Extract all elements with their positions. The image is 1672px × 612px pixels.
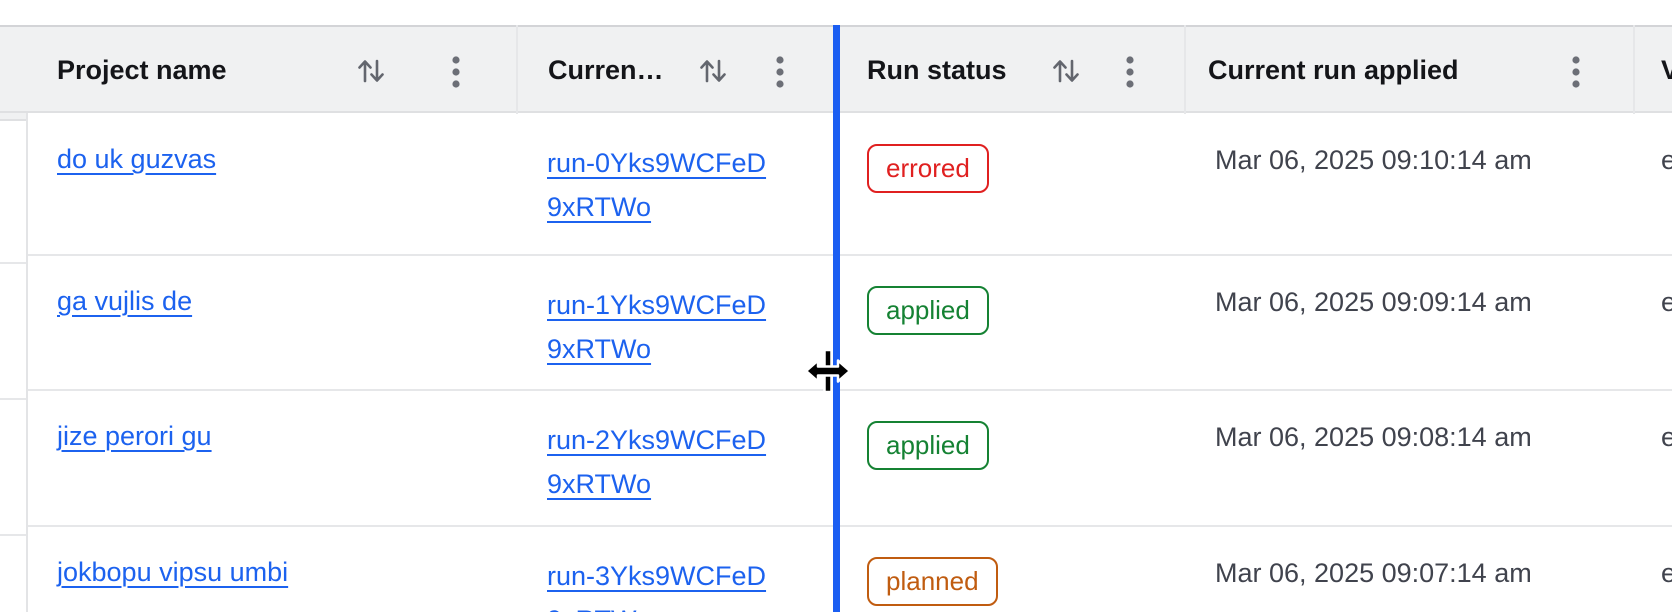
column-menu-icon[interactable] <box>774 54 786 90</box>
run-status-cell: errored <box>867 144 989 193</box>
column-resize-indicator[interactable] <box>833 25 840 612</box>
project-name-link[interactable]: jize perori gu <box>57 421 212 451</box>
project-name-link[interactable]: do uk guzvas <box>57 144 217 174</box>
row-divider <box>0 534 26 536</box>
sort-icon[interactable] <box>1050 53 1082 89</box>
col-resize-cursor-icon <box>804 348 852 394</box>
current-run-applied-date: Mar 06, 2025 09:10:14 am <box>1215 145 1532 175</box>
project-name-link[interactable]: ga vujlis de <box>57 286 193 316</box>
run-status-cell: applied <box>867 421 989 470</box>
column-header-partial[interactable]: V <box>1661 55 1672 85</box>
current-run-link[interactable]: run-3Yks9WCFeD9xRTWo <box>547 561 767 612</box>
current-run-applied-date: Mar 06, 2025 09:09:14 am <box>1215 287 1532 317</box>
sort-icon[interactable] <box>697 53 729 89</box>
run-status-badge: errored <box>867 144 989 193</box>
run-status-cell: applied <box>867 286 989 335</box>
current-run-link[interactable]: run-2Yks9WCFeD9xRTWo <box>547 425 767 499</box>
column-header-run-status[interactable]: Run status <box>867 55 1007 85</box>
run-status-cell: planned <box>867 557 998 606</box>
column-header-current-run-applied[interactable]: Current run applied <box>1208 55 1459 85</box>
partial-next-column-text: e <box>1661 422 1672 452</box>
column-header-project-name[interactable]: Project name <box>57 55 227 85</box>
run-status-badge: planned <box>867 557 998 606</box>
pinned-left-column <box>0 25 28 612</box>
partial-next-column-text: e <box>1661 145 1672 175</box>
column-header-current-run[interactable]: Curren… <box>548 55 664 85</box>
table-row: do uk guzvas run-0Yks9WCFeD9xRTWo errore… <box>28 114 1672 256</box>
sort-icon[interactable] <box>355 53 387 89</box>
row-divider <box>0 398 26 400</box>
partial-next-column-text: e <box>1661 287 1672 317</box>
row-divider <box>0 262 26 264</box>
table-row: jize perori gu run-2Yks9WCFeD9xRTWo appl… <box>28 391 1672 527</box>
column-menu-icon[interactable] <box>1570 54 1582 90</box>
current-run-link[interactable]: run-1Yks9WCFeD9xRTWo <box>547 290 767 364</box>
table-row: jokbopu vipsu umbi run-3Yks9WCFeD9xRTWo … <box>28 527 1672 612</box>
current-run-link[interactable]: run-0Yks9WCFeD9xRTWo <box>547 148 767 222</box>
run-status-badge: applied <box>867 286 989 335</box>
project-name-link[interactable]: jokbopu vipsu umbi <box>57 557 289 587</box>
column-menu-icon[interactable] <box>1124 54 1136 90</box>
run-status-badge: applied <box>867 421 989 470</box>
current-run-applied-date: Mar 06, 2025 09:08:14 am <box>1215 422 1532 452</box>
column-menu-icon[interactable] <box>450 54 462 90</box>
table-row: ga vujlis de run-1Yks9WCFeD9xRTWo applie… <box>28 256 1672 391</box>
current-run-applied-date: Mar 06, 2025 09:07:14 am <box>1215 558 1532 588</box>
partial-next-column-text: e <box>1661 558 1672 588</box>
